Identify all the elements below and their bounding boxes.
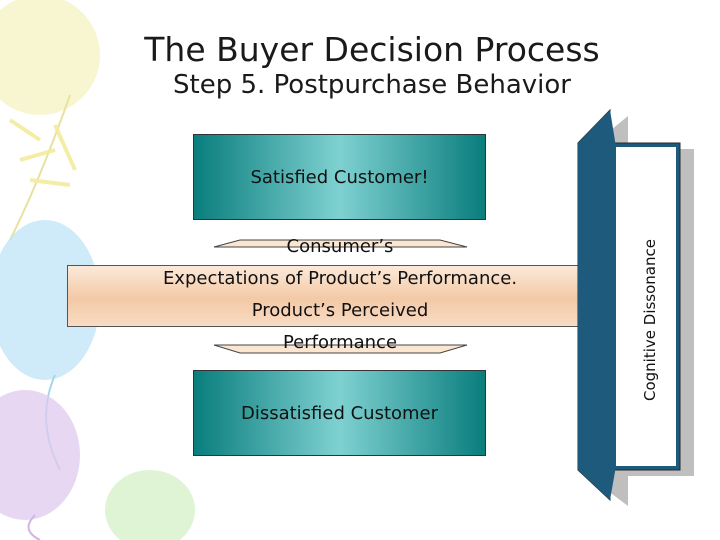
star-burst-icon: [8, 118, 77, 187]
balloon-green-icon: [105, 470, 195, 540]
upper-balance-bar: [213, 239, 468, 248]
comparison-line-1: Consumer’s: [286, 236, 394, 257]
satisfied-customer-box: Satisfied Customer!: [193, 134, 486, 220]
page-title: The Buyer Decision Process: [144, 30, 600, 69]
comparison-band: [67, 265, 620, 327]
page-subtitle: Step 5. Postpurchase Behavior: [173, 70, 571, 100]
comparison-line-2: Expectations of Product’s Performance.: [162, 268, 518, 289]
dissatisfied-customer-box: Dissatisfied Customer: [193, 370, 486, 456]
dissatisfied-customer-label: Dissatisfied Customer: [240, 402, 439, 424]
comparison-line-4: Performance: [282, 332, 398, 353]
cognitive-dissonance-label: Cognitive Dissonance: [641, 239, 659, 401]
comparison-line-3: Product’s Perceived: [251, 300, 429, 321]
balloon-yellow-icon: [0, 0, 100, 241]
lower-balance-bar: [213, 344, 468, 354]
balloon-purple-icon: [0, 390, 80, 540]
satisfied-customer-label: Satisfied Customer!: [250, 166, 429, 188]
